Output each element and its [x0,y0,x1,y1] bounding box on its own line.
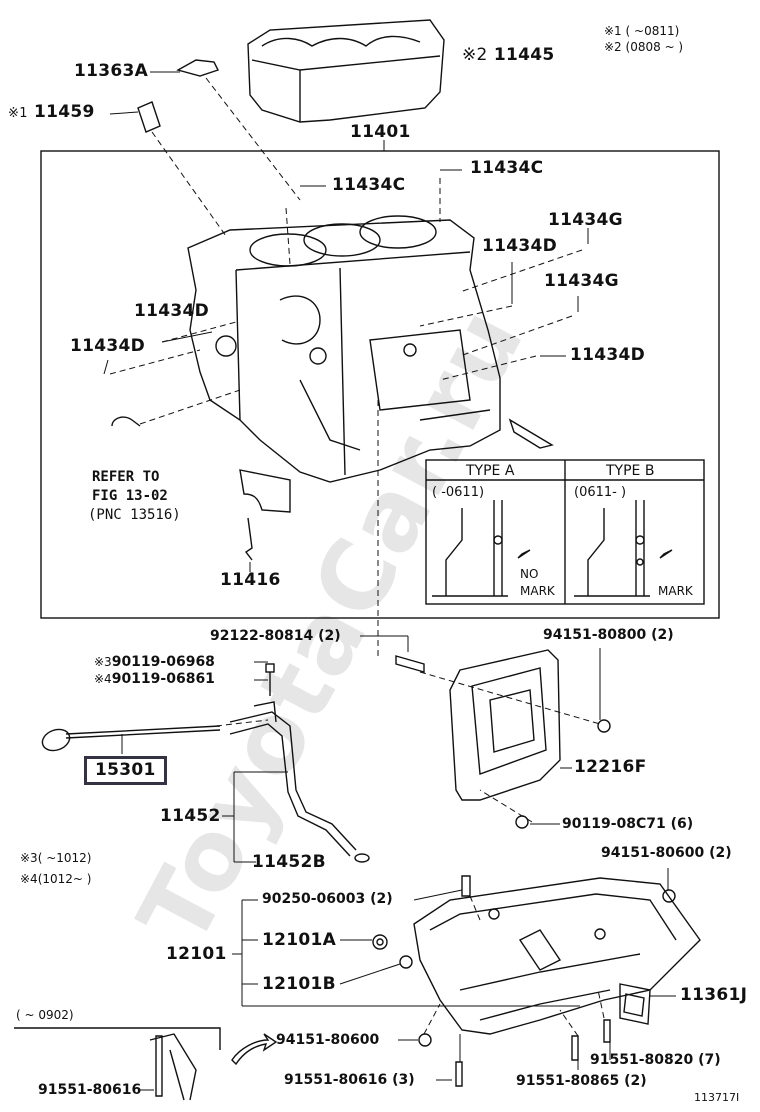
part-11434D-lower-right[interactable]: 11434D [570,345,646,365]
part-94151-80600-2[interactable]: 94151-80600 (2) [601,845,732,861]
refer-line-1: REFER TO [92,469,160,485]
part-91551-80616[interactable]: 91551-80616 [38,1082,142,1098]
nut-94151-80600 [662,889,676,903]
nut-94151-80800 [597,719,611,733]
part-11434C[interactable]: 11434C [332,175,406,195]
part-94151-80800[interactable]: 94151-80800 (2) [543,627,674,643]
baffle-plate-drawing [449,649,561,801]
note-bottom-left: ( ~ 0902) [16,1008,74,1022]
part-11434D-left[interactable]: 11434D [134,301,210,321]
part-11361J[interactable]: 11361J [680,985,748,1005]
part-90119-06968[interactable]: ※390119-06968 [94,654,215,670]
part-90119-06861[interactable]: ※490119-06861 [94,671,215,687]
part-12101B[interactable]: 12101B [262,974,336,994]
part-11434D-far-left[interactable]: 11434D [70,336,146,356]
part-91551-80820[interactable]: 91551-80820 (7) [590,1052,721,1068]
cylinder-block-drawing [187,215,501,483]
part-11434G[interactable]: 11434G [544,271,619,291]
bolt-91551-80616 [155,1035,163,1097]
part-92122-80814[interactable]: 92122-80814 (2) [210,628,341,644]
bolt-91551-80865 [571,1035,579,1061]
part-91551-80865[interactable]: 91551-80865 (2) [516,1073,647,1089]
refer-line-2[interactable]: FIG 13-02 [92,488,168,504]
part-11452B[interactable]: 11452B [252,852,326,872]
cover-drawing [247,19,445,123]
note-3: ※3( ~1012) [20,851,92,865]
no-mark-2: MARK [520,584,555,598]
plate-11361J-drawing [619,983,651,1025]
part-11459[interactable]: ※1 11459 [8,102,95,122]
type-b-range: (0611- ) [574,485,627,500]
part-11363A[interactable]: 11363A [74,61,149,81]
part-12101A[interactable]: 12101A [262,930,337,950]
gasket-12101B [399,955,413,969]
note-1: ※1 ( ~0811) [604,24,680,38]
figure-id: 113717I [694,1091,740,1104]
dipstick-drawing [41,725,221,752]
bolt-11416 [244,517,253,561]
type-b-title: TYPE B [606,463,655,479]
part-94151-80600[interactable]: 94151-80600 [276,1032,380,1048]
sleeve-drawing [137,101,161,133]
inset-arrow [231,1033,278,1066]
part-11416[interactable]: 11416 [220,570,281,590]
bolt-91551-80616-3 [455,1061,463,1087]
bearing-cap-drawing [239,469,291,513]
part-90119-08C71[interactable]: 90119-08C71 (6) [562,816,694,832]
bolt-90119-08C71 [515,815,529,829]
inset-frame [14,1027,221,1050]
part-15301-highlighted[interactable]: 15301 [84,756,167,785]
oil-pan-drawing [413,877,701,1035]
part-11452[interactable]: 11452 [160,806,221,826]
part-12101[interactable]: 12101 [166,944,227,964]
part-91551-80616-3[interactable]: 91551-80616 (3) [284,1072,415,1088]
stud-90250 [461,875,471,897]
part-11434C-top[interactable]: 11434C [470,158,544,178]
part-90250-06003[interactable]: 90250-06003 (2) [262,891,393,907]
type-a-range: ( -0611) [432,485,485,500]
part-11434G-top[interactable]: 11434G [548,210,623,230]
bracket-drawing [176,59,219,77]
nut-94151-80600-single [418,1033,432,1047]
no-mark-1: NO [520,567,539,581]
refer-line-3: (PNC 13516) [88,507,181,523]
part-11434D-right[interactable]: 11434D [482,236,558,256]
mark-label: MARK [658,584,693,598]
stud-drawing [395,655,425,673]
part-11445[interactable]: ※2 11445 [462,45,555,65]
note-4: ※4(1012~ ) [20,872,92,886]
pipe-refer [111,416,141,427]
part-11401[interactable]: 11401 [350,122,411,142]
drain-plug-12101A [372,934,388,950]
bolt-91551-80820 [603,1019,611,1043]
type-a-title: TYPE A [466,463,515,479]
dipstick-guide-drawing [229,663,370,863]
note-2: ※2 (0808 ~ ) [604,40,684,54]
block-frame [40,150,720,619]
part-12216F[interactable]: 12216F [574,757,647,777]
pointer-arrow [508,418,554,449]
